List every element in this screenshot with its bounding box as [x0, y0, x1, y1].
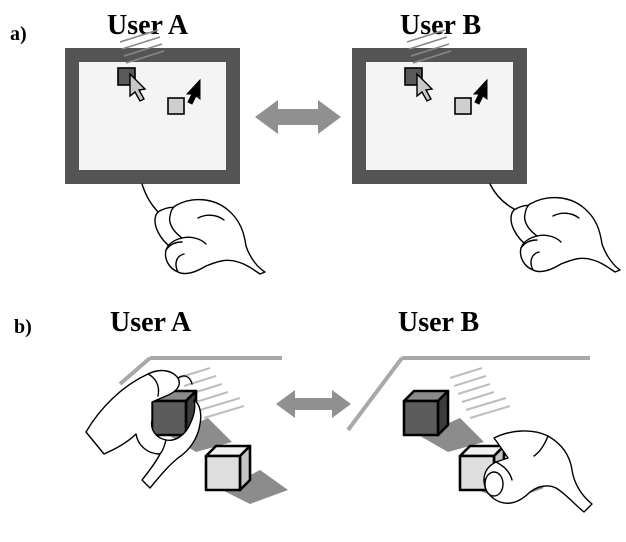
- table-scene-user-a: [85, 356, 288, 504]
- table-scene-user-b: [346, 356, 593, 513]
- sync-arrow-icon-a: [255, 100, 341, 134]
- panel-a-user-b-title: User B: [400, 10, 481, 41]
- mouse-hand-user-a: [141, 183, 266, 275]
- shadow-dark-cube-b: [420, 418, 484, 452]
- panel-b-user-a-title: User A: [110, 307, 192, 338]
- panel-b-label: b): [14, 316, 32, 338]
- panel-a-label: a): [10, 23, 27, 45]
- panel-b-user-b-title: User B: [398, 307, 479, 338]
- panel-a: a) User A User B: [10, 10, 621, 275]
- monitor-user-a: [65, 29, 240, 184]
- panel-a-user-a-title: User A: [107, 10, 189, 41]
- hand-icon-user-b: [483, 430, 593, 513]
- hand-icon-b: [519, 197, 621, 273]
- mouse-hand-user-b: [489, 183, 621, 273]
- sync-arrow-icon-b: [276, 390, 351, 418]
- hand-icon-a: [164, 199, 266, 275]
- panel-b: b) User A User B: [14, 307, 593, 513]
- thumb-user-b: [484, 471, 504, 497]
- monitor-user-b: [352, 29, 527, 184]
- cube-icon-light-a: [204, 444, 252, 492]
- cube-icon-dark-b: [402, 389, 450, 437]
- shadow-light-cube-a: [222, 470, 288, 504]
